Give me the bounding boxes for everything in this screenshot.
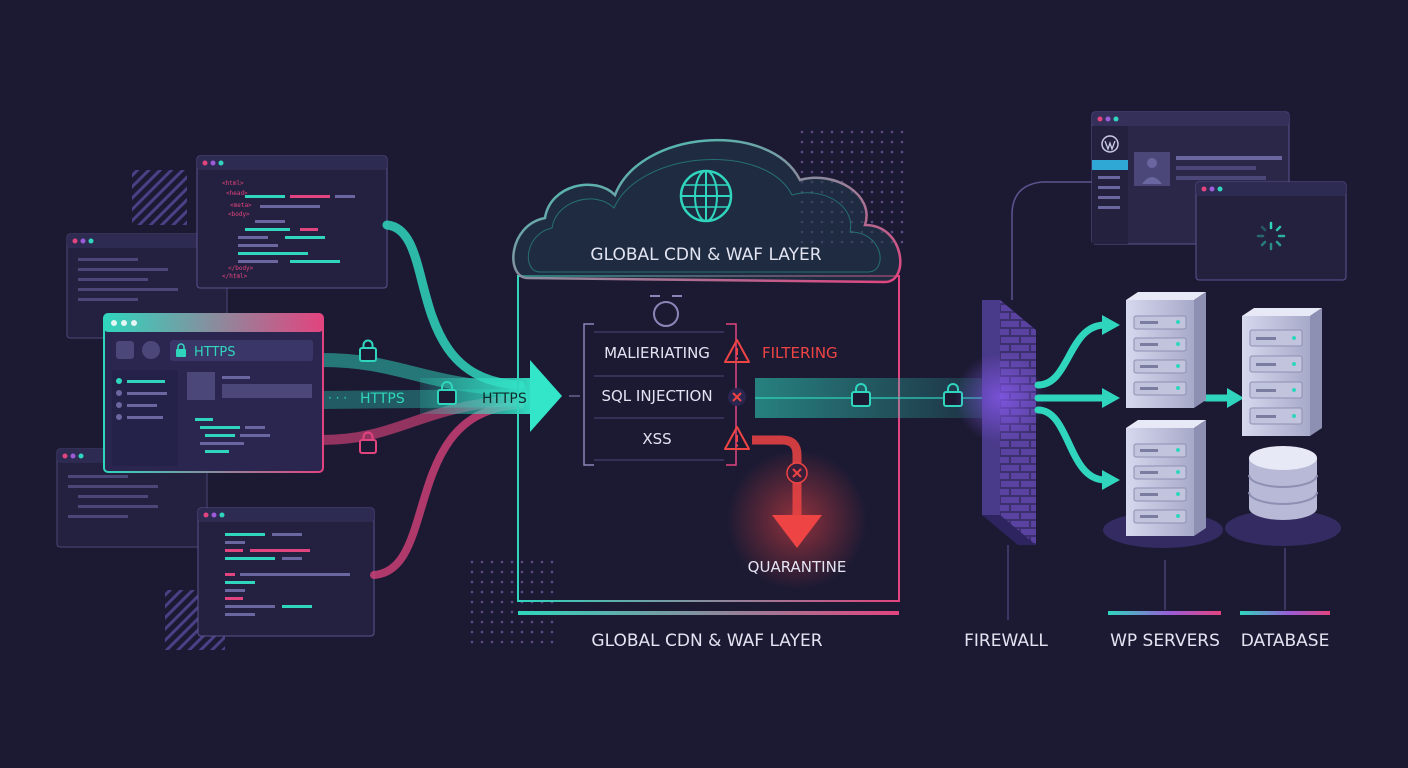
client-browser-window: HTTPS: [103, 313, 324, 473]
cloud-connector: [650, 295, 682, 327]
lock-icon: [437, 381, 457, 405]
code-line: </html>: [222, 273, 248, 280]
x-circle-icon: [786, 462, 808, 484]
admin-connector: [1011, 181, 1092, 300]
arrow-head: [1102, 315, 1120, 335]
code-line: <html>: [222, 180, 244, 187]
wp-servers-underline: [1108, 611, 1221, 615]
server-rack-top: [1126, 292, 1206, 408]
database-cylinder-icon: [1248, 446, 1318, 520]
code-line: <meta>: [230, 202, 252, 209]
lock-icon: [851, 383, 871, 407]
quarantine-arrow: [772, 515, 822, 548]
wp-servers-label: WP SERVERS: [1110, 631, 1220, 651]
stream-dots: · · ·: [328, 391, 347, 405]
server-rack-bottom: [1126, 420, 1206, 536]
arrow-head: [1102, 388, 1120, 408]
code-editor-window-bottom: [197, 507, 375, 637]
firewall-label: FIREWALL: [964, 631, 1048, 651]
wordpress-logo-icon: [1101, 135, 1119, 153]
x-circle-icon: [728, 388, 746, 406]
warning-icon: [724, 426, 750, 450]
database-underline: [1240, 611, 1330, 615]
threat-label: MALIERIATING: [604, 344, 710, 362]
globe-icon: [679, 169, 733, 223]
loading-spinner-icon: [1256, 221, 1286, 251]
server-platform: [1225, 510, 1341, 546]
dot-grid-decoration: [470, 560, 560, 650]
code-line: </body>: [228, 265, 254, 272]
database-server-rack: [1242, 308, 1322, 436]
threat-filter-panel: [569, 323, 737, 466]
arrow-head: [1227, 388, 1244, 408]
lock-icon: [359, 431, 377, 454]
hatch-decoration: [132, 170, 187, 225]
filtering-label: FILTERING: [762, 344, 838, 362]
browser-window-back-left: [66, 233, 228, 339]
code-editor-window-top: <html> <head> <meta> <body> </body> </ht…: [196, 155, 388, 289]
arrow-head: [1102, 470, 1120, 490]
database-label: DATABASE: [1241, 631, 1330, 651]
address-bar-text: HTTPS: [194, 345, 236, 360]
https-stream-label: HTTPS: [360, 391, 405, 407]
https-main-arrow: [420, 360, 562, 432]
server-routing-arrows: [1034, 321, 1234, 484]
lock-icon: [359, 339, 377, 362]
lock-icon: [176, 343, 186, 357]
cloud-title: GLOBAL CDN & WAF LAYER: [590, 245, 821, 265]
firewall-glow: [955, 353, 1045, 443]
quarantine-label: QUARANTINE: [748, 558, 847, 576]
address-bar[interactable]: [170, 340, 313, 361]
warning-icon: [724, 339, 750, 363]
code-line: <head>: [226, 190, 248, 197]
threat-label: XSS: [642, 430, 671, 448]
threat-label: SQL INJECTION: [601, 387, 712, 405]
https-arrow-label: HTTPS: [482, 391, 527, 407]
loading-window: [1195, 181, 1347, 281]
code-line: <body>: [228, 211, 250, 218]
cdn-layer-label: GLOBAL CDN & WAF LAYER: [591, 631, 822, 651]
quarantine-path: [752, 435, 802, 515]
